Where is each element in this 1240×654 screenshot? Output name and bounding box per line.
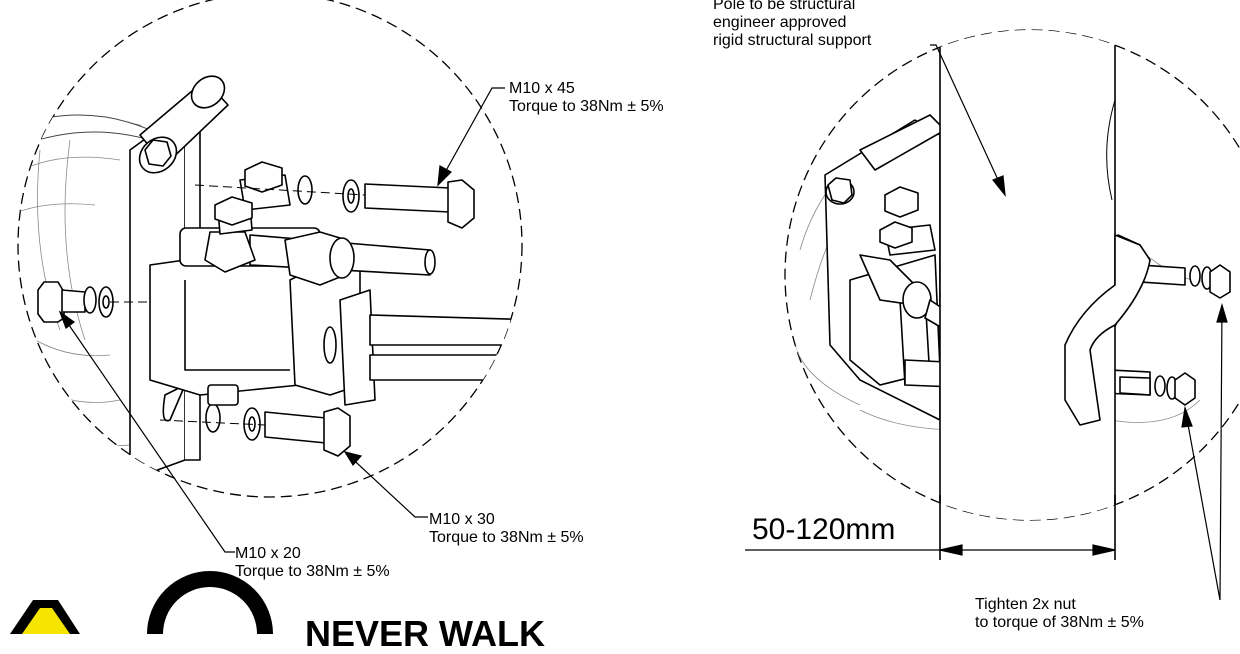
left-leaders (58, 87, 505, 553)
left-detail-view (17, 0, 523, 498)
m10x30-spec-label: M10 x 30 (429, 511, 495, 528)
pole-extension (939, 495, 1116, 560)
m10x20-spec-label: M10 x 20 (235, 545, 301, 562)
warning-triangle-icon (10, 600, 80, 634)
m10x30-torque-label: Torque to 38Nm ± 5% (429, 529, 584, 546)
m10x45-spec-label: M10 x 45 (509, 80, 575, 97)
dimension-line (745, 544, 1116, 556)
left-detail-circle (17, 0, 523, 498)
nut-note-line2: to torque of 38Nm ± 5% (975, 614, 1144, 631)
right-leaders (930, 44, 1228, 601)
pole-clamp (1064, 234, 1151, 426)
pole-diameter-dimension: 50-120mm (752, 513, 896, 546)
m10x45-torque-label: Torque to 38Nm ± 5% (509, 98, 664, 115)
pole-note-line1: Pole to be structural (713, 0, 856, 13)
pole (939, 30, 1116, 520)
mounting-diagram (10, 0, 1240, 634)
bolt-m10x30 (205, 384, 351, 457)
warning-heading: NEVER WALK (305, 613, 546, 654)
pole-note-line2: engineer approved (713, 14, 847, 31)
m10x20-torque-label: Torque to 38Nm ± 5% (235, 563, 390, 580)
bolt-m10x20 (37, 281, 114, 323)
right-detail-view (745, 29, 1240, 560)
pole-note-line3: rigid structural support (713, 32, 872, 49)
nut-note-line1: Tighten 2x nut (975, 596, 1076, 613)
prohibition-sign-icon (147, 571, 273, 634)
bolt-m10x45 (297, 175, 475, 229)
housing-outline (18, 114, 151, 151)
